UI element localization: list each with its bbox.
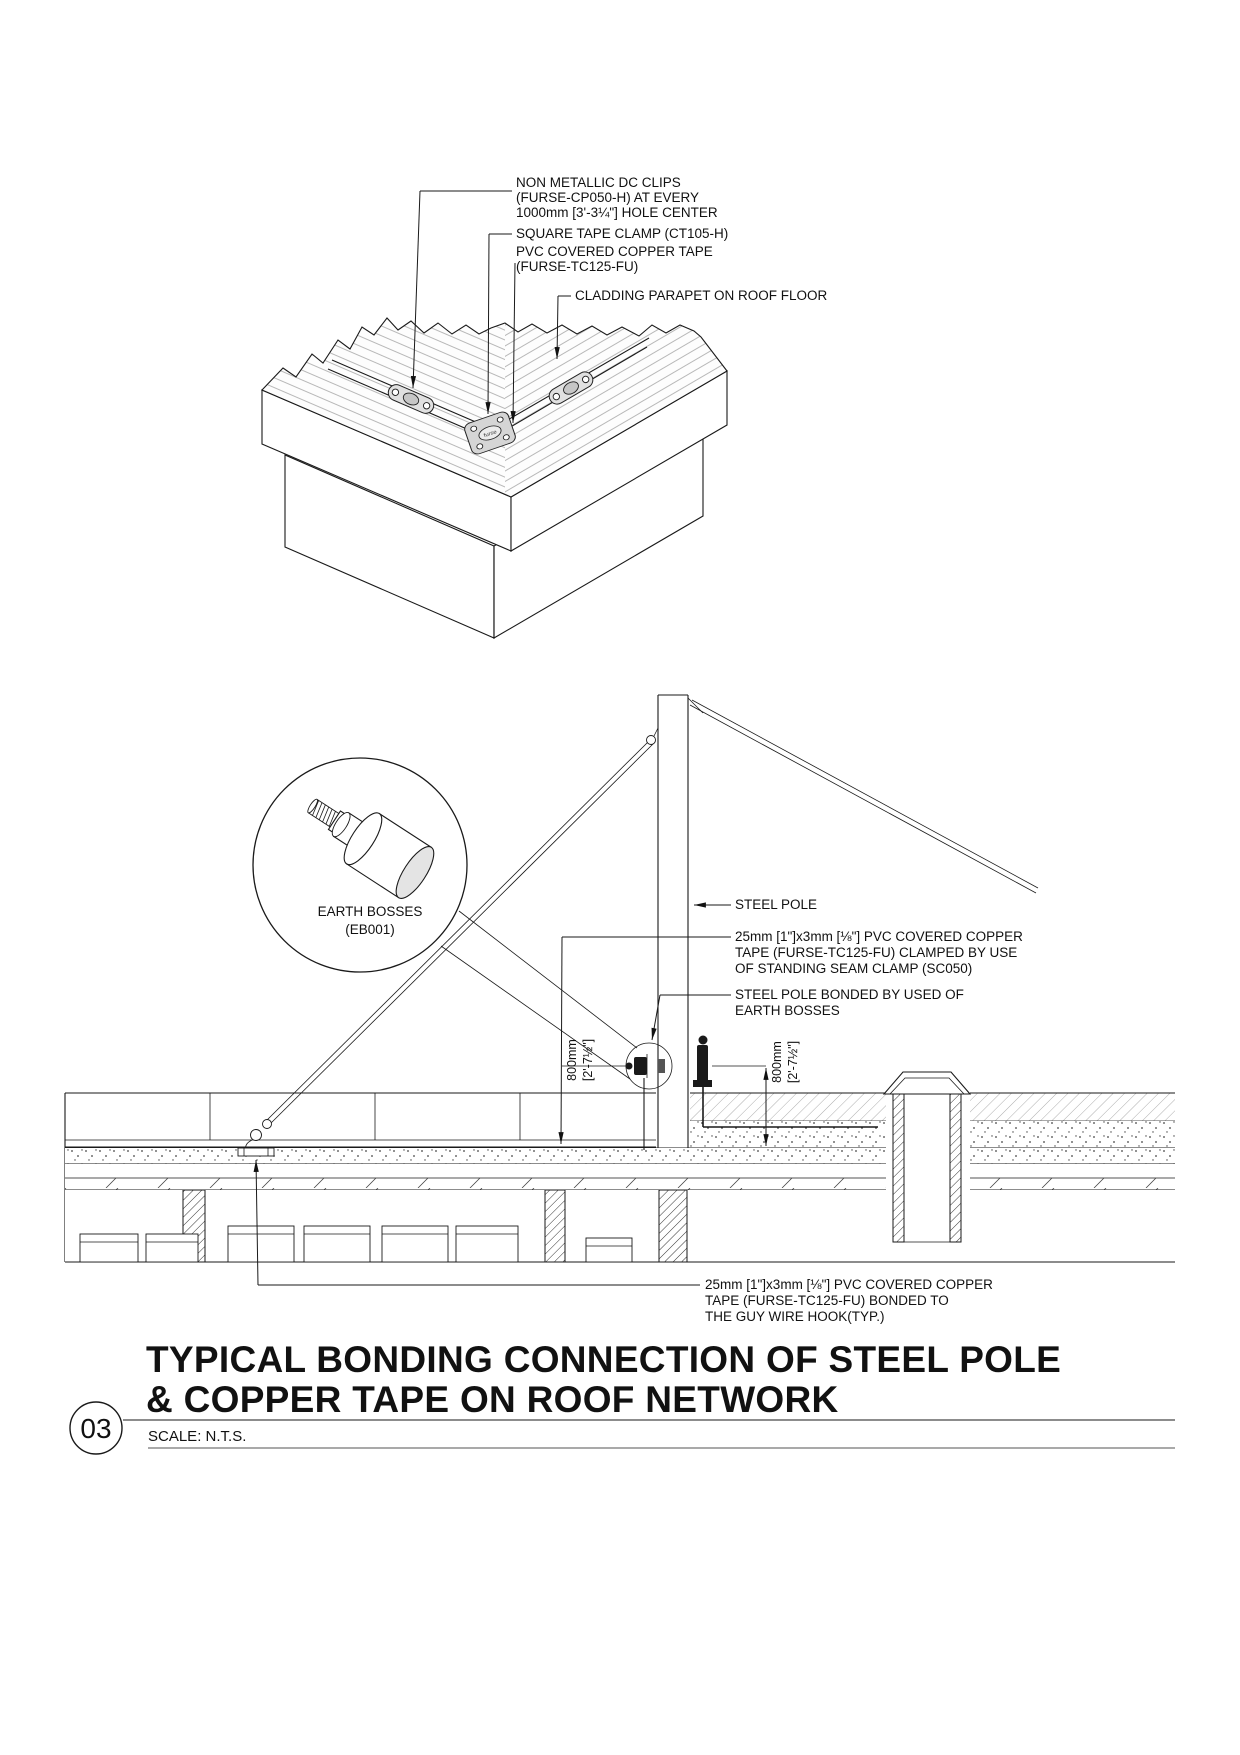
label-dc-clips-line2: (FURSE-CP050-H) AT EVERY — [516, 190, 699, 205]
detail-number: 03 — [80, 1413, 111, 1444]
earth-boss-detail-circle: EARTH BOSSES (EB001) — [252, 757, 638, 1080]
iso-labels: NON METALLIC DC CLIPS (FURSE-CP050-H) AT… — [516, 175, 828, 303]
interior-blocks — [79, 1225, 633, 1263]
label-pvc-tape-line2: (FURSE-TC125-FU) — [516, 259, 638, 274]
label-cladding-parapet: CLADDING PARAPET ON ROOF FLOOR — [575, 288, 828, 303]
label-tape-clamped-line1: 25mm [1"]x3mm [⅛"] PVC COVERED COPPER — [735, 929, 1023, 944]
guy-wire-anchor — [237, 1119, 275, 1157]
label-tape-bonded-line2: TAPE (FURSE-TC125-FU) BONDED TO — [705, 1293, 949, 1308]
clamp-brand-text: furse — [483, 429, 497, 439]
label-tape-clamped-line3: OF STANDING SEAM CLAMP (SC050) — [735, 961, 972, 976]
section-leader-lines — [253, 902, 731, 1286]
label-dc-clips-line1: NON METALLIC DC CLIPS — [516, 175, 681, 190]
label-earth-bosses-line2: (EB001) — [345, 922, 395, 937]
title-block: TYPICAL BONDING CONNECTION OF STEEL POLE… — [69, 1339, 1175, 1455]
drawing-title-line2: & COPPER TAPE ON ROOF NETWORK — [146, 1379, 839, 1420]
dimension-left: 800mm [2'-7½"] — [562, 1039, 627, 1081]
dim-left-ft: [2'-7½"] — [581, 1039, 595, 1081]
earth-boss-on-pole — [625, 1042, 673, 1150]
standing-seam-clamp — [693, 1035, 878, 1128]
dc-clip-right — [548, 371, 594, 405]
dim-right-mm: 800mm — [770, 1041, 784, 1083]
detail-cone-line — [440, 945, 631, 1080]
section-labels: STEEL POLE 25mm [1"]x3mm [⅛"] PVC COVERE… — [705, 897, 1023, 1324]
detail-cone-line — [458, 910, 638, 1049]
label-pole-bonded-line2: EARTH BOSSES — [735, 1003, 840, 1018]
dimension-right: 800mm [2'-7½"] — [712, 1041, 800, 1146]
label-tape-bonded-line1: 25mm [1"]x3mm [⅛"] PVC COVERED COPPER — [705, 1277, 993, 1292]
earth-boss-drawing — [307, 798, 435, 899]
roof-section — [64, 1071, 1175, 1263]
dim-right-ft: [2'-7½"] — [786, 1041, 800, 1083]
pole-base-column — [658, 1189, 688, 1263]
guy-wire-left — [262, 727, 659, 1129]
square-tape-clamp: furse — [464, 411, 516, 455]
section-detail: EARTH BOSSES (EB001) 800mm [2'-7½"] 800m… — [64, 694, 1175, 1324]
label-square-tape-clamp: SQUARE TAPE CLAMP (CT105-H) — [516, 226, 728, 241]
scale-note: SCALE: N.T.S. — [148, 1428, 246, 1445]
label-tape-bonded-line3: THE GUY WIRE HOOK(TYP.) — [705, 1309, 885, 1324]
column — [544, 1189, 566, 1263]
guy-wire-right — [689, 699, 1039, 894]
label-pvc-tape-line1: PVC COVERED COPPER TAPE — [516, 244, 713, 259]
dim-left-mm: 800mm — [565, 1039, 579, 1081]
roof-screed-band — [65, 1148, 1175, 1164]
label-pole-bonded-line1: STEEL POLE BONDED BY USED OF — [735, 987, 964, 1002]
steel-pole — [657, 694, 704, 1192]
detail-number-bubble — [69, 1401, 123, 1455]
roof-vent-structure — [882, 1071, 972, 1244]
dc-clip-left — [387, 384, 435, 414]
isometric-parapet-detail: furse NON METALLIC DC CLIPS (FURSE-CP050… — [261, 175, 828, 639]
label-dc-clips-line3: 1000mm [3'-3¼"] HOLE CENTER — [516, 205, 718, 220]
label-tape-clamped-line2: TAPE (FURSE-TC125-FU) CLAMPED BY USE — [735, 945, 1017, 960]
label-steel-pole: STEEL POLE — [735, 897, 817, 912]
drawing-title-line1: TYPICAL BONDING CONNECTION OF STEEL POLE — [146, 1339, 1061, 1380]
label-earth-bosses-line1: EARTH BOSSES — [318, 904, 423, 919]
pole-guy-hook — [646, 735, 656, 745]
iso-leader-lines — [410, 190, 571, 424]
